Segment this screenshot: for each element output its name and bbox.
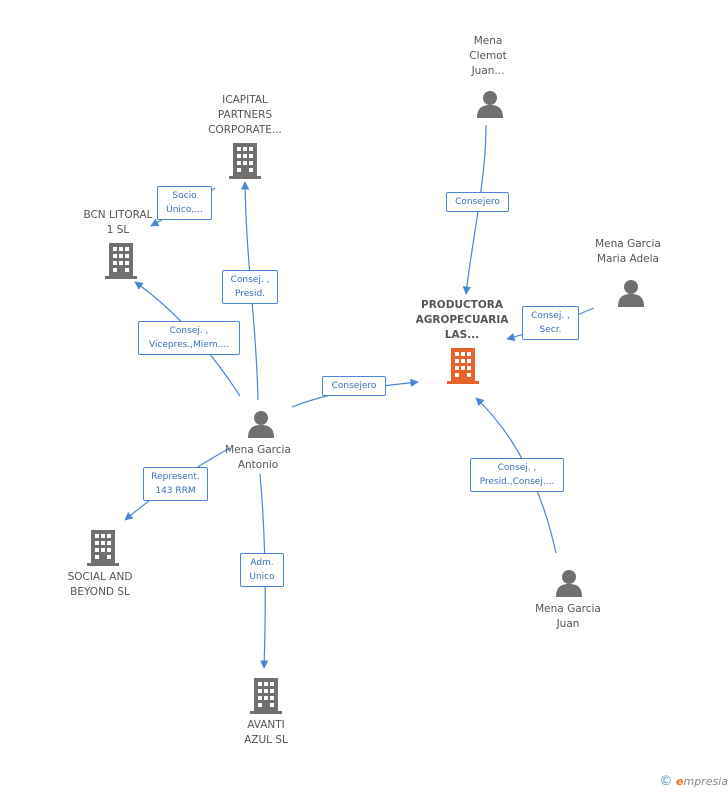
edge-label-socio-unico[interactable]: Socio Único,...	[157, 186, 212, 220]
node-label: AVANTI AZUL SL	[244, 719, 288, 746]
edge-label-consejero-antonio[interactable]: Consejero	[322, 376, 386, 396]
node-mena-garcia-juan[interactable]: Mena Garcia Juan	[518, 602, 618, 632]
node-social-and-beyond[interactable]: SOCIAL AND BEYOND SL	[50, 570, 150, 600]
node-label: PRODUCTORA AGROPECUARIA LAS...	[415, 299, 509, 341]
node-icapital[interactable]: ICAPITAL PARTNERS CORPORATE...	[190, 93, 300, 138]
node-label: Mena Garcia Maria Adela	[595, 238, 661, 265]
node-avanti-azul[interactable]: AVANTI AZUL SL	[216, 718, 316, 748]
node-label: Mena Garcia Juan	[535, 603, 601, 630]
brand-logo-letter: e	[676, 775, 684, 788]
person-icon	[618, 280, 644, 307]
edge-label-adm-unico[interactable]: Adm. Unico	[240, 553, 284, 587]
node-bcn-litoral[interactable]: BCN LITORAL 1 SL	[68, 208, 168, 238]
node-mena-garcia-maria-adela[interactable]: Mena Garcia Maria Adela	[578, 237, 678, 267]
person-icon	[248, 411, 274, 438]
edge-label-consejero-clemot[interactable]: Consejero	[446, 192, 509, 212]
building-icon	[105, 243, 137, 279]
node-productora[interactable]: PRODUCTORA AGROPECUARIA LAS...	[400, 298, 524, 343]
node-label: Mena Garcia Antonio	[225, 444, 291, 471]
edge-label-consej-presid-juan[interactable]: Consej. , Presid.,Consej....	[470, 458, 564, 492]
edge-label-represent[interactable]: Represent. 143 RRM	[143, 467, 208, 501]
brand-name: mpresia	[683, 775, 728, 788]
building-icon-highlighted	[447, 348, 479, 384]
node-label: SOCIAL AND BEYOND SL	[67, 571, 133, 598]
edge-label-consej-vicepres[interactable]: Consej. , Vicepres.,Miem....	[138, 321, 240, 355]
node-mena-clemot-juan[interactable]: Mena Clemot Juan...	[438, 34, 538, 79]
building-icon	[229, 143, 261, 179]
empresia-watermark: © empresia	[660, 774, 728, 789]
edge-label-consej-secr[interactable]: Consej. , Secr.	[522, 306, 579, 340]
building-icon	[250, 678, 282, 714]
building-icon	[87, 530, 119, 566]
person-icon	[556, 570, 582, 597]
node-label: BCN LITORAL 1 SL	[83, 209, 153, 236]
person-icon	[477, 91, 503, 118]
edge-label-consej-presid[interactable]: Consej. , Presid.	[222, 270, 278, 304]
node-mena-garcia-antonio[interactable]: Mena Garcia Antonio	[208, 443, 308, 473]
node-label: ICAPITAL PARTNERS CORPORATE...	[208, 94, 282, 136]
copyright-icon: ©	[659, 774, 673, 789]
node-label: Mena Clemot Juan...	[469, 35, 507, 77]
